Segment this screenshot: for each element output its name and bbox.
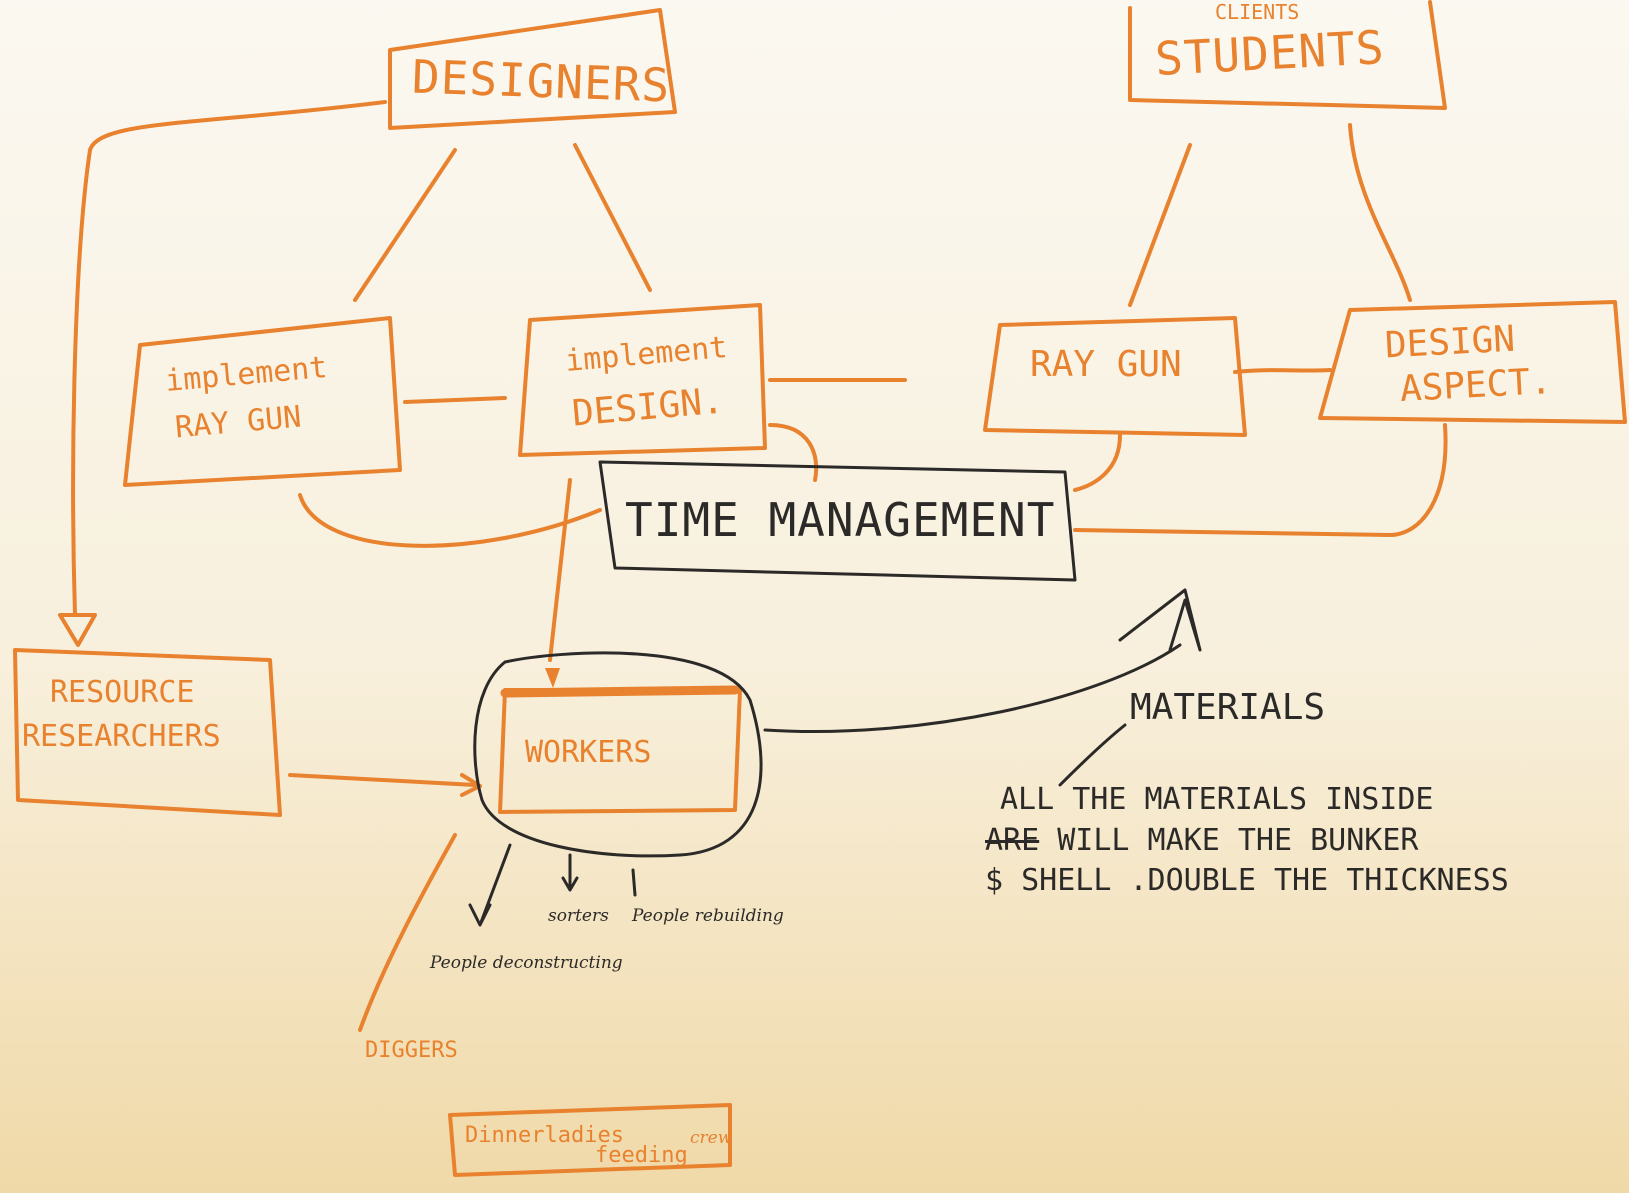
node-dinnerladies-line2: feeding [595,1143,688,1168]
arrow-rebuilding [631,868,637,897]
time-management-box [598,460,1077,582]
node-resource-researchers-line2: RESEARCHERS [22,719,221,754]
node-dinnerladies-line3: crew [690,1128,733,1148]
workers-pin [545,668,560,688]
connector-workers-diggers [358,833,457,1032]
note-materials-line2: ARE WILL MAKE THE BUNKER [985,826,1418,856]
connector-students-left [1128,143,1192,307]
connector-resource-workers [288,773,477,787]
node-dinnerladies-line1: Dinnerladies [465,1123,624,1148]
connector-workers-materials [763,643,1182,734]
workers-top-bar [500,685,740,698]
node-design-aspect-line2: ASPECT. [1399,361,1553,410]
connector-designers-left [353,148,457,302]
connector-implements [403,396,507,404]
arrow-resource [58,613,97,647]
node-time-management: TIME MANAGEMENT [625,493,1056,547]
note-struck-word: ARE [985,823,1040,858]
designers-box [388,8,677,130]
workers-oval [473,651,763,858]
note-materials-line1: ALL THE MATERIALS INSIDE [1000,782,1434,817]
node-materials: MATERIALS [1130,687,1326,728]
arrow-sorters [561,853,579,892]
materials-arrow [1118,588,1202,652]
ray-gun-box [983,316,1247,437]
note-sorters: sorters [548,906,609,926]
connector-raygun-timemgmt [1073,433,1122,492]
arrow-deconstructing [468,843,512,927]
connector-designers-resource [71,100,387,617]
resource-researchers-box [13,648,282,817]
note-materials-line3: $ SHELL .DOUBLE THE THICKNESS [985,863,1509,898]
materials-pointer [1058,723,1127,787]
arrow-workers-left [460,773,482,797]
connector-raygun-aspect [1233,368,1332,374]
connector-design-timemgmt [768,423,819,482]
note-materials-line2-rest: WILL MAKE THE BUNKER [1039,823,1419,858]
dinnerladies-box [448,1103,732,1177]
node-resource-researchers-line1: RESOURCE [50,675,195,710]
node-workers: WORKERS [525,735,652,770]
node-designers: DESIGNERS [411,49,672,113]
connector-aspect-timemgmt [1073,423,1448,537]
students-box [1128,0,1447,110]
note-people-rebuilding: People rebuilding [632,906,784,926]
note-people-deconstructing: People deconstructing [430,953,623,973]
node-diggers: DIGGERS [365,1038,458,1063]
connector-implement-curve [298,493,602,548]
connector-students-right [1348,123,1412,302]
implement-design-box [518,303,767,457]
connector-designers-right [573,143,652,292]
design-aspect-box [1318,300,1627,424]
node-students: STUDENTS [1153,20,1386,86]
connector-design-workers [548,478,572,662]
implement-ray-gun-box [123,316,402,487]
node-clients-label: CLIENTS [1215,0,1300,24]
node-ray-gun: RAY GUN [1030,344,1182,385]
node-design-aspect-line1: DESIGN [1383,318,1517,367]
